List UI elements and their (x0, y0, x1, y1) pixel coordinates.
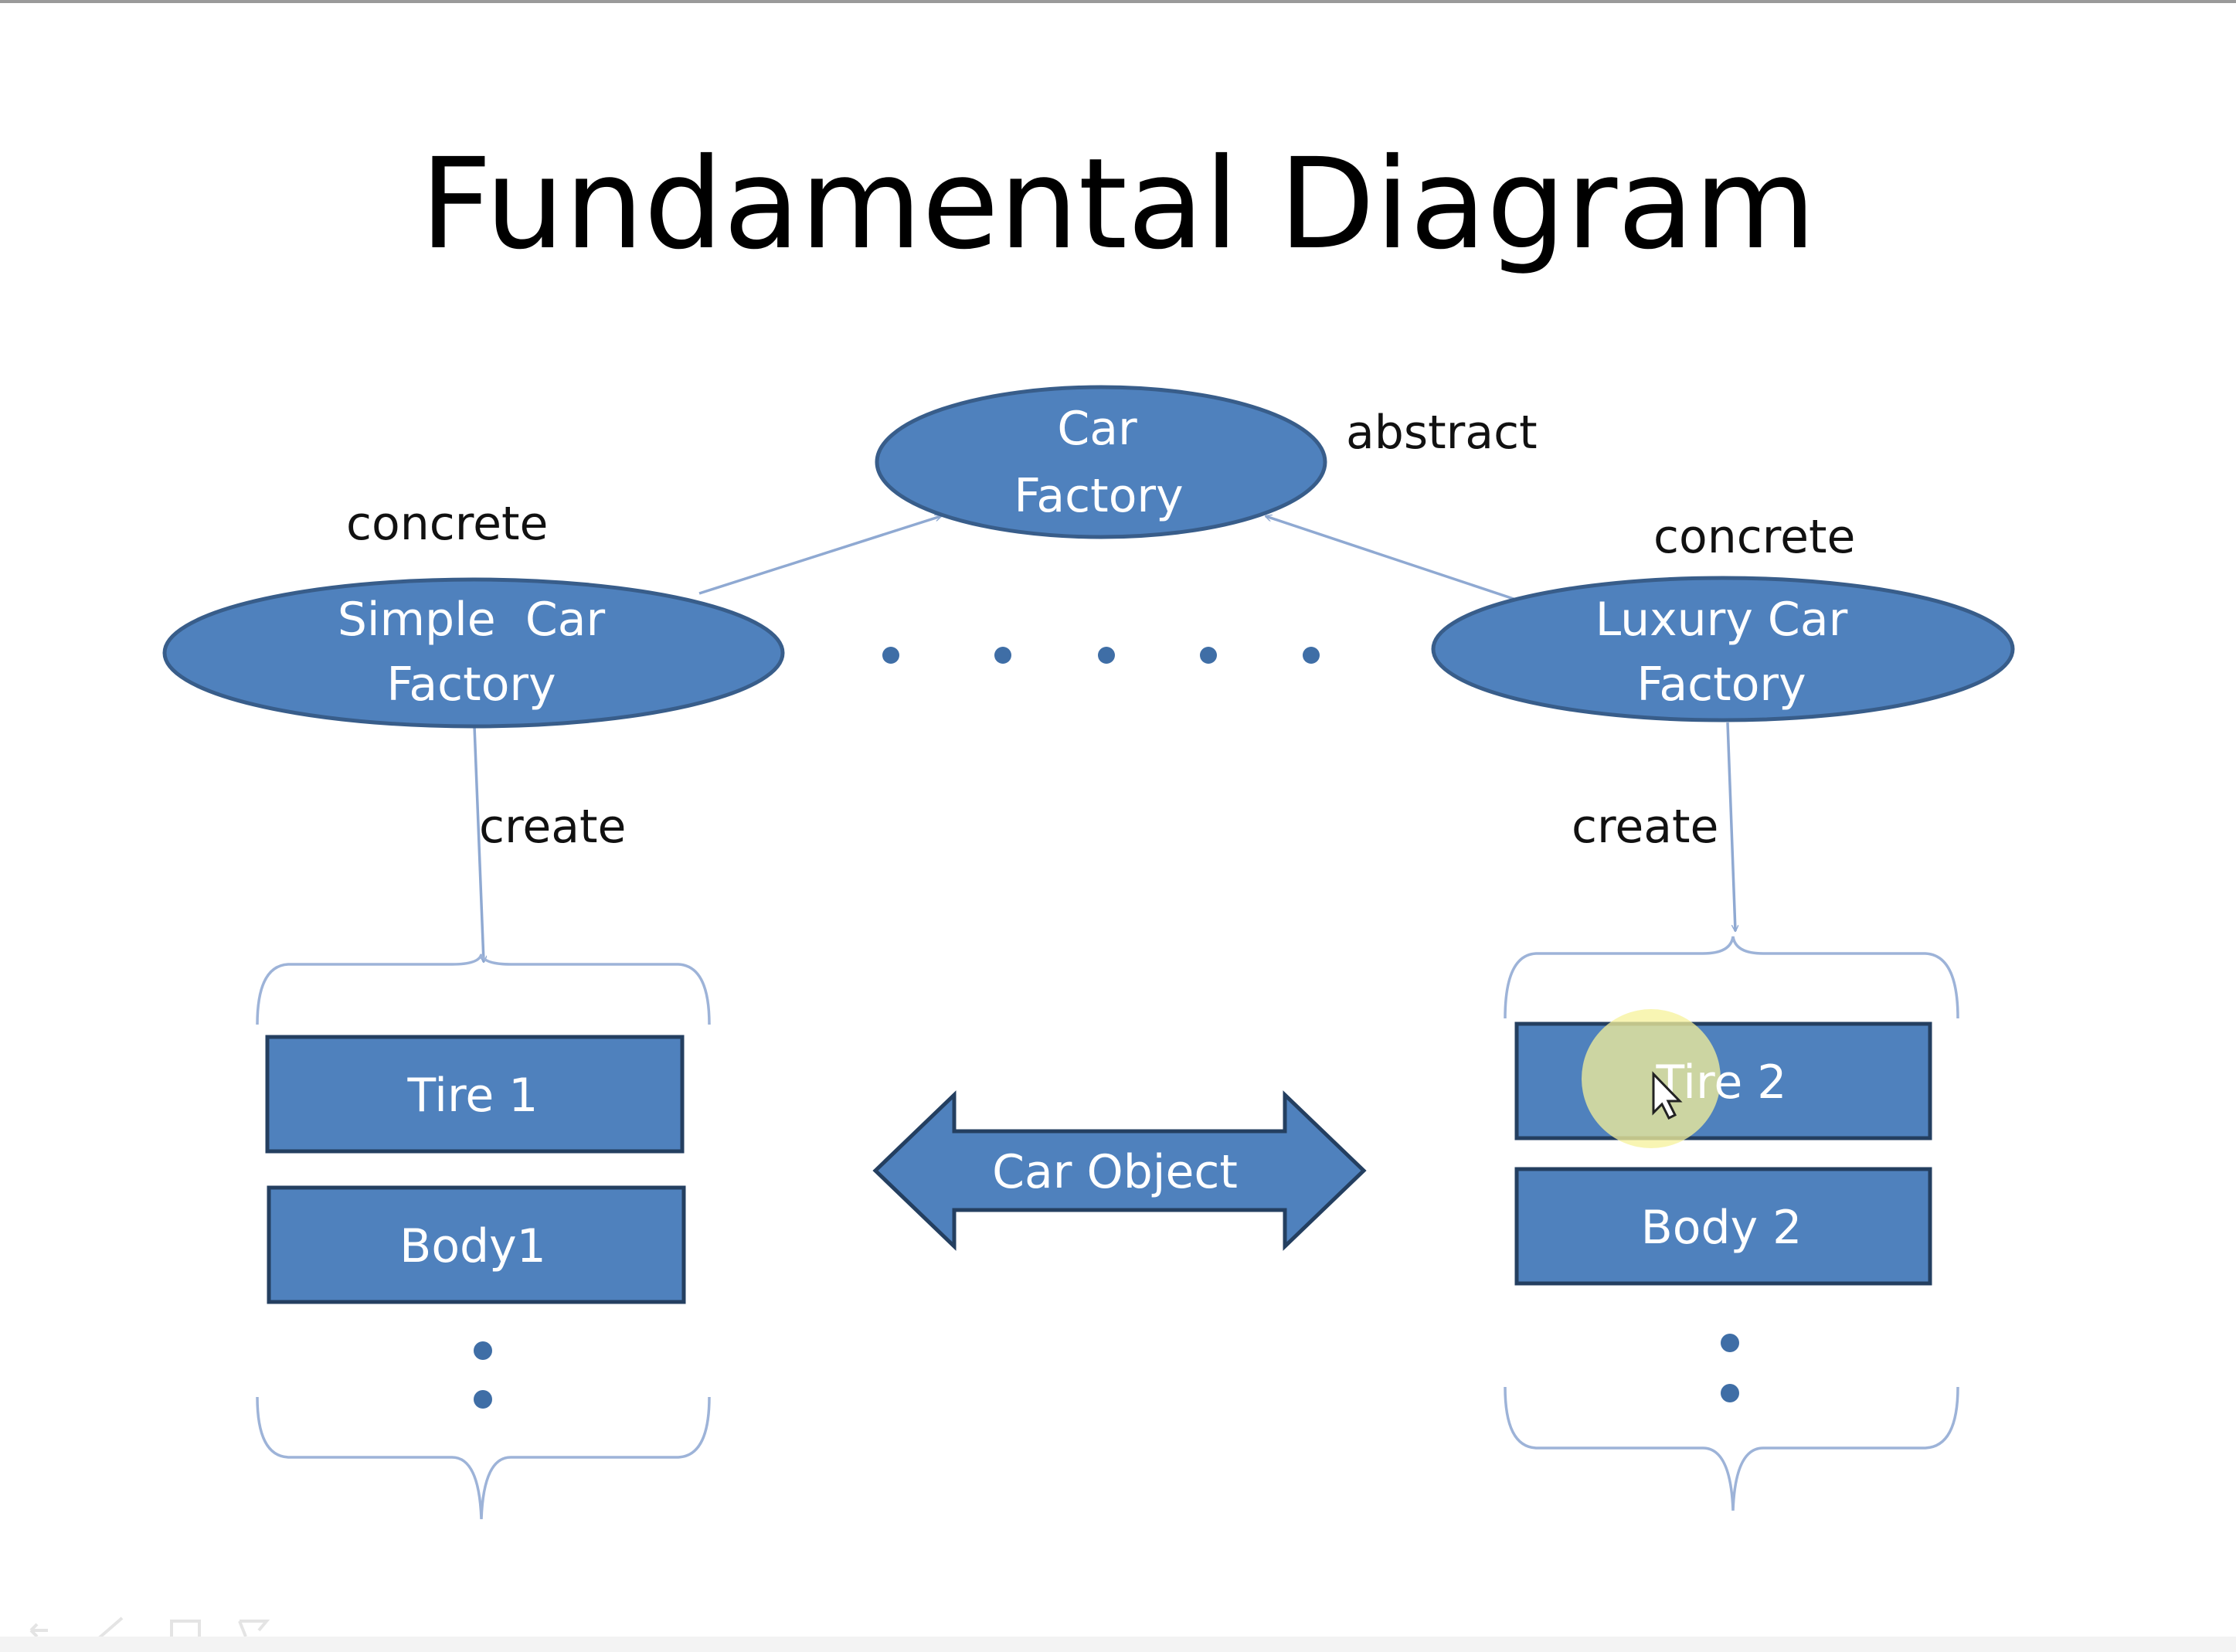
car-factory-node: Car Factory (875, 385, 1327, 539)
luxury-car-factory-ellipse (1431, 576, 2015, 722)
abstract-note: abstract (1346, 406, 1538, 460)
body-2-label: Body 2 (1641, 1201, 1803, 1255)
window-bottom-edge (0, 1637, 2236, 1652)
left-top-brace (256, 953, 711, 1025)
ellipsis-dot (474, 1341, 492, 1360)
simple-car-factory-label-line2: Factory (386, 658, 556, 712)
car-object-arrow-shape (872, 1090, 1367, 1251)
ellipsis-dot (994, 647, 1011, 664)
car-factory-ellipse (875, 385, 1327, 539)
pen-icon[interactable] (97, 1616, 124, 1640)
ellipsis-dot (1721, 1384, 1739, 1402)
tire-1-rect (265, 1035, 685, 1154)
car-object-double-arrow: Car Object (872, 1090, 1367, 1251)
car-object-label: Car Object (992, 1145, 1238, 1199)
left-concrete-note: concrete (346, 497, 548, 551)
slideshow-toolbar (29, 1616, 270, 1640)
tire-1-box: Tire 1 (265, 1035, 685, 1154)
simple-car-factory-label-line1: Simple Car (338, 593, 606, 647)
luxury-to-car-factory-connector (1266, 516, 1517, 601)
car-factory-label-line1: Car (1057, 402, 1137, 456)
car-factory-label-line2: Factory (1014, 469, 1183, 523)
body-1-rect (267, 1185, 686, 1304)
luxury-car-factory-node: Luxury Car Factory (1431, 576, 2015, 722)
factory-ellipsis-dots (882, 647, 1320, 664)
slide-title: Fundamental Diagram (420, 132, 1816, 277)
more-options-icon[interactable] (238, 1620, 270, 1637)
luxury-car-factory-label-line1: Luxury Car (1595, 593, 1848, 647)
simple-car-factory-ellipse (162, 577, 785, 729)
slides-icon[interactable] (170, 1620, 201, 1640)
ellipsis-dot (1303, 647, 1320, 664)
body-2-rect (1514, 1167, 1932, 1286)
right-top-brace (1504, 936, 1959, 1019)
left-create-connector (473, 726, 484, 962)
ellipsis-dot (882, 647, 899, 664)
luxury-car-factory-label-line2: Factory (1636, 658, 1806, 712)
right-create-connector (1726, 722, 1735, 931)
right-create-label: create (1572, 800, 1718, 854)
right-concrete-note: concrete (1653, 510, 1855, 564)
body-1-label: Body1 (399, 1219, 546, 1273)
left-bottom-brace (256, 1396, 711, 1520)
simple-car-factory-node: Simple Car Factory (162, 577, 785, 729)
previous-slide-icon[interactable] (29, 1623, 48, 1638)
body-1-box: Body1 (267, 1185, 686, 1304)
ellipsis-dot (1098, 647, 1115, 664)
ellipsis-dot (1200, 647, 1217, 664)
body-2-box: Body 2 (1514, 1167, 1932, 1286)
left-parts-ellipsis (474, 1341, 492, 1409)
tire-2-box: Tire 2 (1514, 1009, 1932, 1148)
right-bottom-brace (1504, 1386, 1959, 1511)
left-create-label: create (479, 800, 626, 854)
simple-to-car-factory-connector (698, 516, 941, 595)
tire-1-label: Tire 1 (407, 1069, 539, 1123)
right-parts-ellipsis (1721, 1334, 1739, 1402)
ellipsis-dot (474, 1390, 492, 1409)
arrow-pointer-icon (1652, 1071, 1683, 1120)
ellipsis-dot (1721, 1334, 1739, 1352)
pointer-highlight (1582, 1009, 1721, 1148)
window-top-edge (0, 0, 2236, 3)
